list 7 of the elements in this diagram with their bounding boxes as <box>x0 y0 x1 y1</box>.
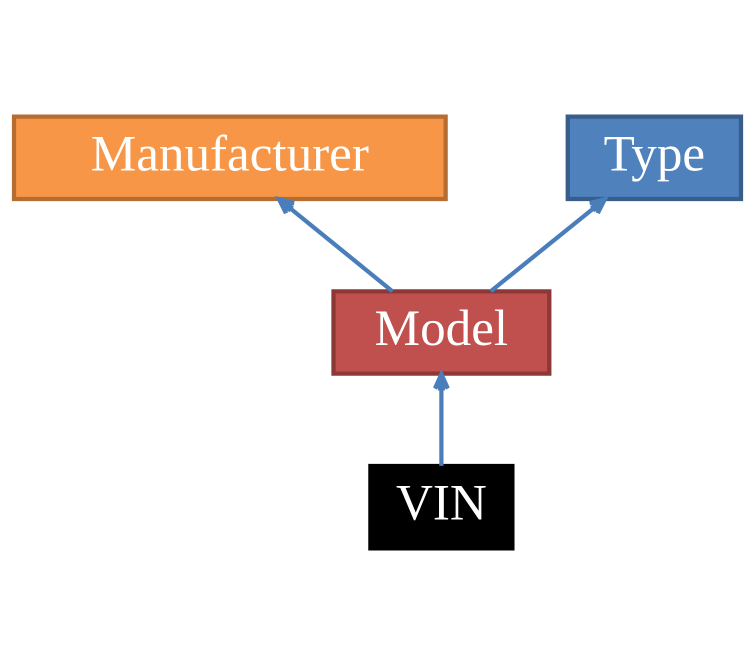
node-box: Type <box>566 114 744 201</box>
node-box: Manufacturer <box>12 114 448 201</box>
arrow <box>489 196 607 292</box>
node-box: Model <box>331 288 552 376</box>
node-box: VIN <box>368 463 515 550</box>
arrow <box>276 196 394 292</box>
arrow <box>432 372 450 466</box>
